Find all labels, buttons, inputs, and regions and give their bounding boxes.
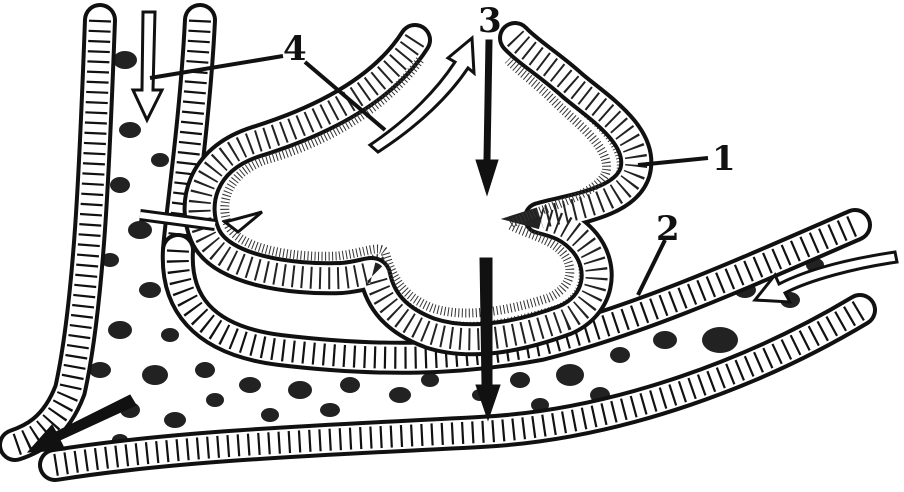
label-3: 3 [478,1,502,41]
leader-4-a [150,56,283,78]
central-cavity [200,38,637,339]
label-4: 4 [283,29,307,69]
arrow-open-top-left [133,12,162,120]
label-1: 1 [712,139,736,179]
left-vessel [15,20,200,445]
arrow-down-top [476,40,498,195]
label-2: 2 [656,209,680,249]
